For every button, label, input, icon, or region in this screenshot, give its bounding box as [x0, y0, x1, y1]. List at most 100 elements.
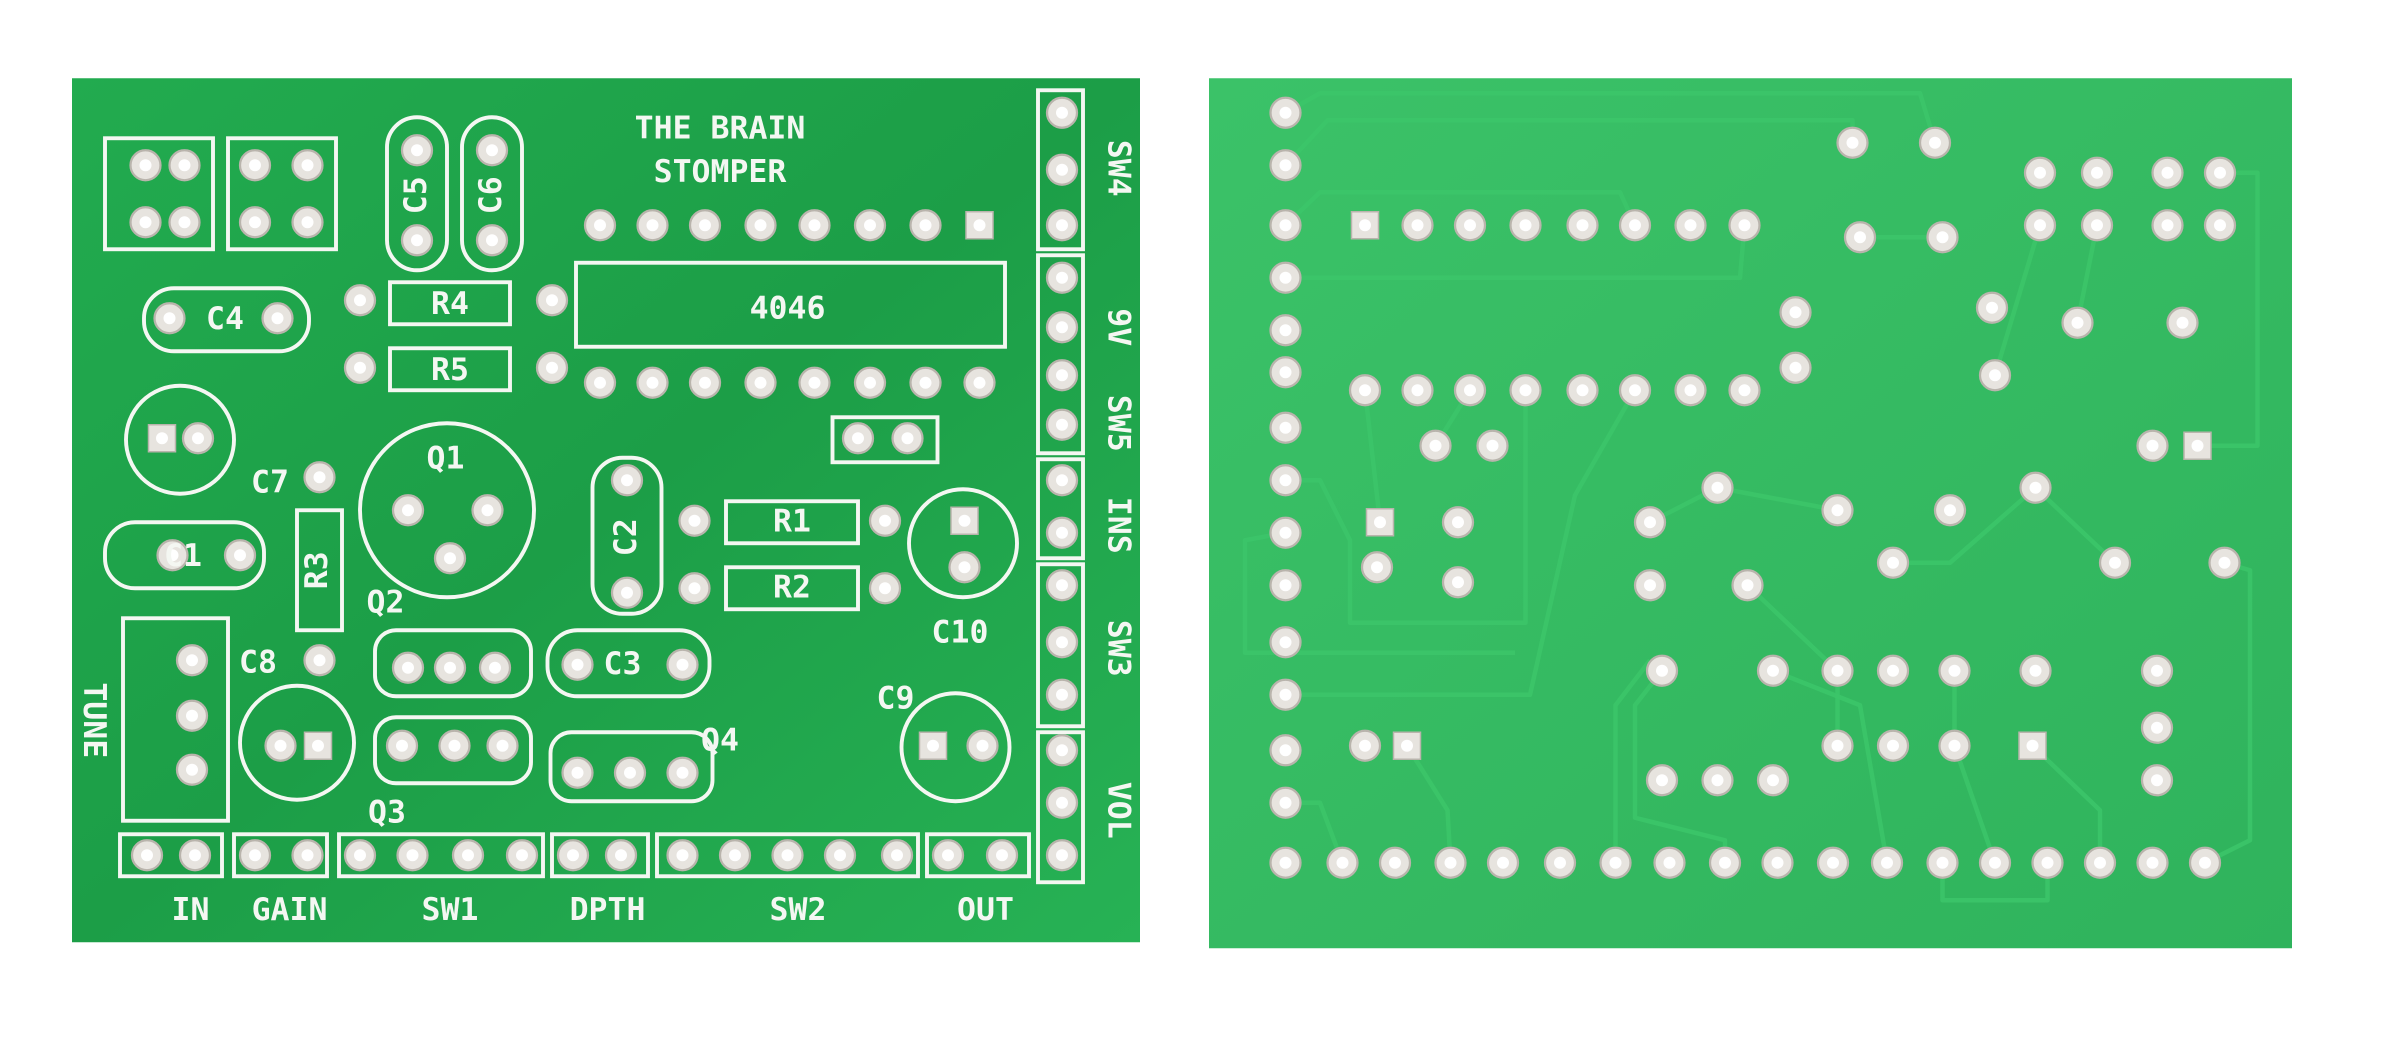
drill-hole [1831, 504, 1844, 517]
drill-hole [1464, 219, 1476, 232]
drill-hole [958, 514, 971, 527]
drill-hole [1741, 579, 1754, 592]
label-dpth: DPTH [570, 892, 646, 928]
drill-hole [301, 216, 314, 229]
drill-hole [2034, 166, 2046, 179]
label-vol: VOL [1101, 782, 1137, 839]
drill-hole [688, 514, 701, 527]
drill-hole [313, 471, 326, 484]
label-sw1: SW1 [422, 892, 479, 928]
drill-hole [1827, 856, 1839, 869]
drill-hole [676, 658, 689, 671]
drill-hole [411, 144, 423, 157]
drill-hole [2218, 556, 2231, 569]
drill-hole [178, 159, 191, 172]
drill-hole [1279, 474, 1292, 487]
drill-hole [396, 739, 408, 752]
drill-hole [2191, 439, 2204, 452]
drill-hole [192, 432, 204, 445]
drill-hole [444, 661, 456, 674]
drill-hole [354, 294, 366, 307]
drill-hole [996, 849, 1008, 862]
drill-hole [1279, 219, 1292, 232]
drill-hole [973, 376, 986, 389]
drill-hole [1464, 384, 1476, 397]
label-c1: C1 [164, 538, 202, 574]
drill-hole [646, 219, 659, 232]
drill-hole [973, 219, 986, 232]
drill-hole [486, 144, 498, 157]
drill-hole [1854, 231, 1866, 244]
drill-hole [1986, 301, 1998, 314]
drill-hole [481, 504, 494, 517]
drill-hole [2146, 439, 2159, 452]
drill-hole [864, 376, 876, 389]
drill-hole [1887, 556, 1899, 569]
drill-hole [834, 849, 846, 862]
drill-hole [1519, 219, 1532, 232]
drill-hole [2151, 721, 2163, 734]
label-c5: C5 [398, 176, 434, 214]
drill-hole [699, 219, 711, 232]
drill-hole [1452, 516, 1464, 529]
label-sw5: SW5 [1101, 395, 1137, 452]
drill-hole [2146, 856, 2159, 869]
drill-hole [927, 739, 939, 752]
drill-hole [646, 376, 659, 389]
drill-hole [2199, 856, 2211, 869]
back-pcb-board [1209, 78, 2292, 949]
drill-hole [462, 849, 474, 862]
drill-hole [1644, 579, 1656, 592]
drill-hole [621, 586, 633, 599]
drill-hole [139, 159, 152, 172]
drill-hole [1831, 664, 1844, 677]
drill-hole [1944, 504, 1956, 517]
drill-hole [1684, 219, 1697, 232]
drill-hole [1411, 219, 1424, 232]
drill-hole [496, 739, 509, 752]
drill-hole [1936, 856, 1949, 869]
drill-hole [1279, 324, 1292, 337]
label-9v: 9V [1101, 308, 1137, 346]
label-sw4: SW4 [1101, 140, 1137, 197]
drill-hole [249, 849, 261, 862]
square-pad [2018, 731, 2047, 760]
drill-hole [729, 849, 741, 862]
label-c10: C10 [932, 614, 989, 650]
drill-hole [2091, 219, 2103, 232]
drill-hole [1684, 384, 1697, 397]
drill-hole [1056, 271, 1068, 284]
drill-hole [2109, 556, 2121, 569]
drill-hole [1359, 739, 1371, 752]
drill-hole [1279, 366, 1292, 379]
drill-hole [2071, 316, 2084, 329]
drill-hole [1948, 739, 1961, 752]
drill-hole [354, 361, 366, 374]
drill-hole [313, 654, 326, 667]
drill-hole [1056, 474, 1068, 487]
drill-hole [1846, 136, 1859, 149]
drill-hole [354, 849, 366, 862]
drill-hole [1279, 579, 1292, 592]
drill-hole [1279, 688, 1292, 701]
drill-hole [1056, 418, 1068, 431]
drill-hole [189, 849, 201, 862]
drill-hole [301, 849, 314, 862]
drill-hole [958, 561, 971, 574]
drill-hole [1056, 369, 1068, 382]
front-board-substrate [72, 78, 1140, 943]
drill-hole [1336, 856, 1349, 869]
drill-hole [699, 376, 711, 389]
front-pcb-board: THE BRAIN STOMPER 4046 C4 C5 C6 R4 R5 Q1… [72, 78, 1140, 943]
drill-hole [141, 849, 153, 862]
drill-hole [234, 549, 246, 562]
drill-hole [676, 766, 689, 779]
drill-hole [178, 216, 191, 229]
drill-hole [2151, 664, 2163, 677]
drill-hole [186, 654, 198, 667]
drill-hole [2034, 219, 2046, 232]
drill-hole [1279, 106, 1292, 119]
drill-hole [1519, 384, 1532, 397]
drill-hole [1719, 856, 1731, 869]
